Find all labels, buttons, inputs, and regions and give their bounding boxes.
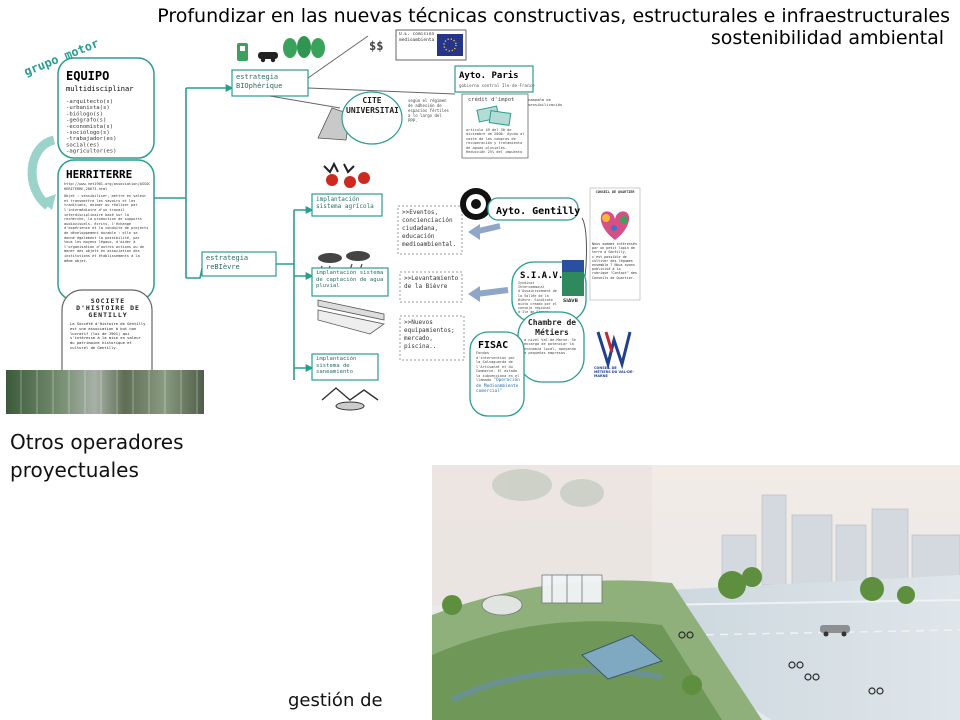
metiers-logo-icon	[596, 331, 632, 370]
equipo-item: -trabajador(es)	[66, 136, 117, 142]
chambre-body: a nivel Val-de-Marne. Se encarga de pote…	[524, 338, 576, 356]
otros-operadores-label: Otros operadores proyectuales	[10, 428, 184, 484]
captacion-label: implantación sistema de captación de agu…	[316, 270, 384, 290]
conseil-metiers-logo: CONSEIL DE MÉTIERS DU VAL-DE-MARNE	[594, 331, 634, 378]
cite-box: CITE UNIVERSITAIRE según el régimen de a…	[269, 91, 449, 145]
conseil-quartier-box: CONSEIL DE QUARTIER Nous sommes intéress…	[581, 187, 641, 301]
fisac-title: FISAC	[478, 340, 508, 351]
cite-note: según el régimen de adhesión de espacios…	[408, 98, 449, 123]
slide-title: Profundizar en las nuevas técnicas const…	[157, 5, 950, 49]
equipo-item: -economista(s)	[66, 124, 113, 130]
levantamiento-box: >>Levantamiento de la Bièvre	[399, 271, 463, 303]
societe-box: SOCIÉTÉ D'HISTOIRE DE GENTILLY La Sociét…	[61, 289, 153, 391]
rain-channel-icon	[317, 299, 385, 335]
operators-diagram: grupo motor EQUIPO multidisciplinar -arq…	[22, 29, 641, 417]
implantacion-agricola-box: implantación sistema agrícola	[311, 193, 383, 217]
car-icon	[258, 52, 278, 63]
cite-label: CITE UNIVERSITAIRE	[346, 96, 398, 115]
landscape-rendering	[432, 465, 960, 720]
conseil-body: Nous sommes intéressés par un petit lopi…	[592, 242, 637, 280]
equipo-item: social(es)	[66, 142, 100, 148]
nuevos-box: >>Nuevos equipamientos; mercado, piscina…	[399, 315, 465, 361]
money-bills-icon	[476, 105, 512, 126]
trees	[442, 567, 915, 695]
equipo-item: -arquitecto(s)	[66, 99, 113, 105]
car	[820, 625, 850, 637]
money-label: $$	[369, 39, 383, 53]
societe-body: La Société d'Histoire de Gentilly est un…	[70, 321, 146, 350]
siavb-body: Syndicat Intercommunal d'Assainissement …	[518, 281, 557, 315]
equipo-item: -biólogo(s)	[66, 110, 103, 117]
eventos-box: >>Eventos, concienciación ciudadana, edu…	[397, 205, 463, 255]
equipo-item: -agricultor(es)	[66, 149, 117, 155]
siavb-title: S.I.A.V.B.	[520, 271, 574, 281]
trees-icon	[283, 36, 325, 58]
paris-campaign: campaña de sensibilización	[528, 98, 563, 107]
equipo-item: -urbanista(s)	[66, 105, 110, 111]
paris-note: artículo 49 del 30 de diciembre de 2006.…	[466, 128, 525, 155]
estrategia-bio-label: estrategia BIOphérique	[236, 73, 283, 90]
paris-credit: crédit d'impot	[468, 96, 514, 103]
site-photo	[6, 370, 204, 414]
conseil-metiers-label: CONSEIL DE MÉTIERS DU VAL-DE-MARNE	[594, 366, 634, 378]
levantamiento-label: >>Levantamiento de la Bièvre	[404, 275, 459, 290]
otros-line-1: Otros operadores	[10, 430, 184, 454]
estrategia-rebievre-box: estrategia reBIèvre	[201, 251, 277, 277]
equipo-item: -sociólogo(s)	[66, 129, 110, 136]
tree-lines	[154, 84, 314, 380]
paris-title: Ayto. Paris	[459, 70, 519, 81]
pipes-icon	[321, 387, 379, 411]
fisac-body: Fondos d'intervention por la Salvaguarda…	[476, 351, 520, 382]
title-line-2: sostenibilidad ambiental	[710, 27, 944, 49]
herriterre-url: http://www.net1901.org/association/ASSOC…	[64, 182, 150, 191]
cycle-arrows-icon	[27, 135, 56, 210]
captacion-box: implantación sistema de captación de agu…	[311, 267, 389, 297]
herriterre-title: HERRITERRE	[66, 168, 132, 181]
paris-box: Ayto. Paris gobierno central Ile-de-Fran…	[307, 65, 563, 159]
eu-flag-icon	[437, 34, 463, 56]
ue-label: U.E. comisión medioambiental	[399, 32, 435, 43]
title-line-1: Profundizar en las nuevas técnicas const…	[157, 5, 950, 27]
background-buildings	[721, 494, 960, 586]
saneamiento-label: implantación sistema de saneamiento	[316, 356, 357, 376]
eventos-label: >>Eventos, concienciación ciudadana, edu…	[402, 209, 457, 248]
estrategia-rebievre-label: estrategia reBIèvre	[206, 254, 249, 271]
fisac-highlight: "Operación de Medioambiente comercial"	[476, 378, 520, 394]
tomatoes-icon	[323, 161, 370, 188]
gestion-label: gestión de	[288, 690, 383, 711]
ue-box: U.E. comisión medioambiental	[307, 29, 467, 79]
societe-title: SOCIÉTÉ D'HISTOIRE DE GENTILLY	[76, 298, 140, 319]
siavb-logo-label: SIAVB	[563, 298, 579, 304]
herriterre-body: Objet : sensibiliser, mettre en valeur e…	[64, 194, 149, 263]
siavb-box: S.I.A.V.B. Syndicat Intercommunal d'Assa…	[468, 260, 587, 323]
equipo-item: -geógrafo(s)	[66, 117, 106, 124]
otros-line-2: proyectuales	[10, 458, 139, 482]
estrategia-bio-box: estrategia BIOphérique	[231, 69, 309, 97]
pavilion	[541, 574, 603, 604]
chambre-title: Chambre de Métiers	[527, 318, 577, 337]
saneamiento-box: implantación sistema de saneamiento	[311, 353, 379, 381]
nuevos-label: >>Nuevos equipamientos; mercado, piscina…	[404, 319, 455, 350]
equipo-box: EQUIPO multidisciplinar -arquitecto(s)-u…	[57, 57, 155, 159]
fuel-pump-icon	[237, 43, 248, 61]
background-trees	[492, 469, 604, 507]
gentilly-group: Ayto. Gentilly	[460, 188, 580, 240]
cyclists	[678, 631, 884, 695]
gentilly-label: Ayto. Gentilly	[496, 205, 580, 217]
paris-subtitle: gobierno central Ile-de-France	[459, 83, 535, 88]
conseil-title: CONSEIL DE QUARTIER	[595, 190, 635, 194]
equipo-title: EQUIPO	[66, 69, 109, 83]
herriterre-box: HERRITERRE http://www.net1901.org/associ…	[57, 159, 155, 301]
implantacion-agricola-label: implantación sistema agrícola	[316, 196, 374, 210]
fisac-box: FISAC Fondos d'intervention por la Salva…	[469, 331, 525, 417]
equipo-subtitle: multidisciplinar	[66, 85, 133, 93]
